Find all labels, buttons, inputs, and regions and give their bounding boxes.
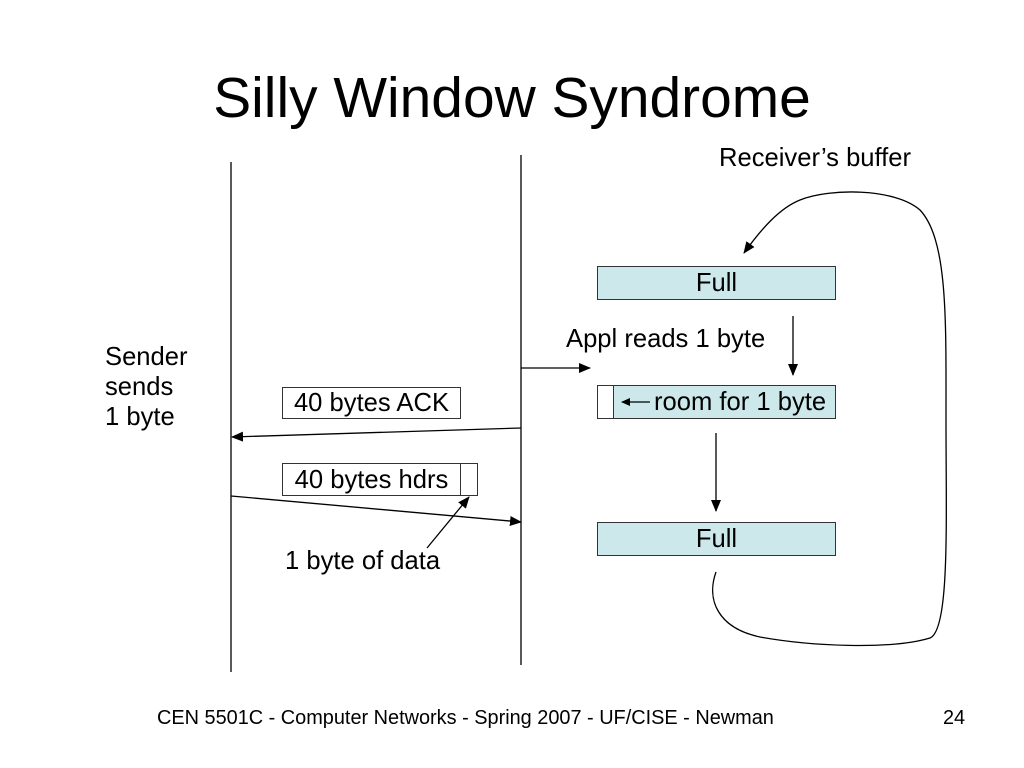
data-byte-cell xyxy=(460,463,478,496)
sender-label-line: sends xyxy=(105,373,174,401)
slide-footer: CEN 5501C - Computer Networks - Spring 2… xyxy=(157,707,774,729)
buffer-free-slot xyxy=(598,386,614,418)
buffer-state-room: room for 1 byte xyxy=(597,385,836,419)
sender-sends-label: Sender sends 1 byte xyxy=(105,342,188,432)
slide-title: Silly Window Syndrome xyxy=(213,66,811,130)
room-label: room for 1 byte xyxy=(654,388,827,416)
header-segment-label: 40 bytes hdrs xyxy=(294,465,449,494)
sender-label-line: Sender xyxy=(105,343,188,371)
data-byte-label: 1 byte of data xyxy=(285,547,441,575)
segment-arrow xyxy=(230,495,522,526)
buffer-full-label: Full xyxy=(695,525,738,553)
slide-number: 24 xyxy=(943,707,966,729)
sender-label-line: 1 byte xyxy=(105,403,175,431)
ack-segment-box: 40 bytes ACK xyxy=(282,387,461,419)
buffer-full-label: Full xyxy=(695,269,738,297)
ack-arrow xyxy=(231,427,522,442)
buffer-state-full-top: Full xyxy=(597,266,836,300)
appl-reads-label: Appl reads 1 byte xyxy=(566,325,766,353)
header-segment-box: 40 bytes hdrs xyxy=(282,463,461,496)
ack-segment-label: 40 bytes ACK xyxy=(293,389,450,417)
receivers-buffer-label: Receiver’s buffer xyxy=(719,144,912,172)
data-byte-pointer-arrow xyxy=(426,496,470,549)
buffer-state-full-bottom: Full xyxy=(597,522,836,556)
